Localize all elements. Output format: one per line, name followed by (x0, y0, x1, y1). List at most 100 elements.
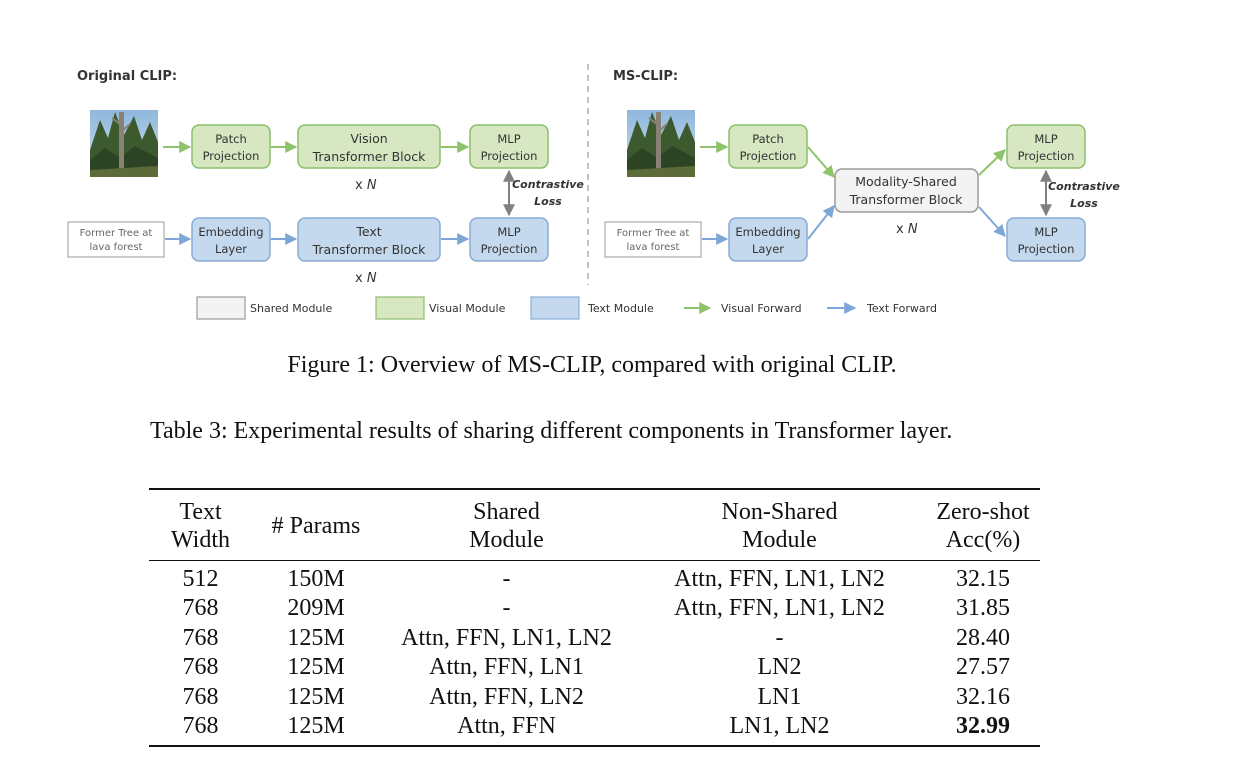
legend-shared-label: Shared Module (250, 302, 332, 315)
shared-module-cell: Attn, FFN, LN1, LN2 (401, 624, 612, 651)
shared-module-cell: - (502, 566, 511, 592)
svg-text:Patch: Patch (752, 132, 784, 146)
params-cell: 209M (287, 595, 345, 622)
ms-arrow-embedding-to-shared (807, 205, 835, 240)
ms-text-mlp-projection: MLP Projection (1006, 217, 1086, 262)
svg-text:Modality-Shared: Modality-Shared (855, 174, 957, 189)
table-caption: Table 3: Experimental results of sharing… (150, 418, 953, 444)
zero-shot-acc-cell: 32.99 (956, 713, 1010, 740)
table-row: 512 150M - Attn, FFN, LN1, LN2 32.15 (149, 561, 1040, 595)
zero-shot-acc-cell: 27.57 (956, 654, 1010, 681)
params-cell: 125M (287, 713, 345, 740)
shared-repeat-label: x N (896, 222, 918, 237)
header-params: # Params (271, 513, 361, 539)
legend-visual-swatch (375, 296, 425, 320)
ms-text-input: Former Tree at lava forest (604, 221, 702, 258)
svg-text:Layer: Layer (752, 242, 784, 256)
table-row: 768 125M Attn, FFN, LN1 LN2 27.57 (149, 653, 1040, 682)
original-clip-title: Original CLIP: (77, 69, 177, 84)
svg-text:lava forest: lava forest (627, 242, 680, 253)
zero-shot-acc-cell: 32.16 (956, 683, 1010, 710)
svg-text:Projection: Projection (481, 149, 538, 163)
svg-text:Transformer Block: Transformer Block (312, 149, 427, 164)
shared-module-cell: - (502, 595, 511, 622)
original-loss-label: Loss (534, 195, 562, 208)
original-patch-projection: Patch Projection (191, 124, 271, 169)
svg-text:MLP: MLP (497, 225, 520, 239)
text-repeat-label: x N (355, 271, 377, 286)
non-shared-module-cell: LN1, LN2 (729, 713, 830, 740)
original-text-mlp-projection: MLP Projection (469, 217, 549, 262)
svg-text:MLP: MLP (497, 132, 520, 146)
original-contrastive-label: Contrastive (512, 178, 584, 191)
svg-text:Projection: Projection (740, 149, 797, 163)
vision-transformer-block: Vision Transformer Block (297, 124, 441, 169)
shared-module-cell: Attn, FFN, LN1 (429, 654, 584, 681)
shared-module-cell: Attn, FFN, LN2 (429, 683, 584, 710)
figure-caption: Figure 1: Overview of MS-CLIP, compared … (287, 352, 897, 378)
table-row: 768 125M Attn, FFN, LN1, LN2 - 28.40 (149, 624, 1040, 653)
legend-visual-forward-label: Visual Forward (721, 302, 802, 315)
ms-patch-projection: Patch Projection (728, 124, 808, 169)
svg-text:Former Tree at: Former Tree at (617, 228, 690, 239)
original-visual-mlp-projection: MLP Projection (469, 124, 549, 169)
shared-module-cell: Attn, FFN (457, 713, 556, 740)
legend: Shared Module Visual Module Text Module … (196, 296, 937, 320)
legend-text-label: Text Module (587, 302, 654, 315)
svg-text:lava forest: lava forest (90, 242, 143, 253)
svg-text:Layer: Layer (215, 242, 247, 256)
ms-arrow-shared-to-text-mlp (978, 206, 1006, 237)
table-row: 768 125M Attn, FFN LN1, LN2 32.99 (149, 712, 1040, 747)
legend-shared-swatch (196, 296, 246, 320)
svg-text:Former Tree at: Former Tree at (80, 228, 153, 239)
ms-forest-image (627, 110, 695, 177)
non-shared-module-cell: - (775, 624, 784, 651)
svg-text:Projection: Projection (203, 149, 260, 163)
legend-text-swatch (530, 296, 580, 320)
non-shared-module-cell: LN2 (757, 654, 802, 681)
legend-visual-label: Visual Module (429, 302, 506, 315)
svg-text:MLP: MLP (1034, 132, 1057, 146)
svg-text:Text: Text (355, 224, 381, 239)
params-cell: 150M (287, 566, 345, 592)
ms-contrastive-label: Contrastive (1048, 180, 1120, 193)
svg-text:Projection: Projection (1018, 149, 1075, 163)
non-shared-module-cell: LN1 (757, 683, 802, 710)
text-width-cell: 768 (182, 713, 219, 740)
zero-shot-acc-cell: 31.85 (956, 595, 1010, 622)
text-width-cell: 768 (182, 624, 219, 651)
svg-text:Vision: Vision (350, 131, 387, 146)
original-forest-image (90, 110, 158, 177)
svg-text:Patch: Patch (215, 132, 247, 146)
params-cell: 125M (287, 624, 345, 651)
vision-repeat-label: x N (355, 178, 377, 193)
modality-shared-transformer-block: Modality-Shared Transformer Block (834, 168, 979, 213)
text-width-cell: 512 (182, 566, 219, 592)
text-width-cell: 768 (182, 654, 219, 681)
svg-text:Projection: Projection (481, 242, 538, 256)
ms-clip-title: MS-CLIP: (613, 69, 678, 84)
svg-text:Embedding: Embedding (198, 225, 263, 239)
svg-text:MLP: MLP (1034, 225, 1057, 239)
zero-shot-acc-cell: 28.40 (956, 624, 1010, 651)
svg-text:Embedding: Embedding (735, 225, 800, 239)
text-width-cell: 768 (182, 683, 219, 710)
legend-text-forward-label: Text Forward (866, 302, 937, 315)
svg-text:Transformer Block: Transformer Block (849, 192, 964, 207)
zero-shot-acc-cell: 32.15 (956, 566, 1010, 592)
params-cell: 125M (287, 654, 345, 681)
text-transformer-block: Text Transformer Block (297, 217, 441, 262)
ms-arrow-shared-to-visual-mlp (978, 149, 1006, 176)
non-shared-module-cell: Attn, FFN, LN1, LN2 (674, 566, 885, 592)
ms-embedding-layer: Embedding Layer (728, 217, 808, 262)
svg-text:Projection: Projection (1018, 242, 1075, 256)
